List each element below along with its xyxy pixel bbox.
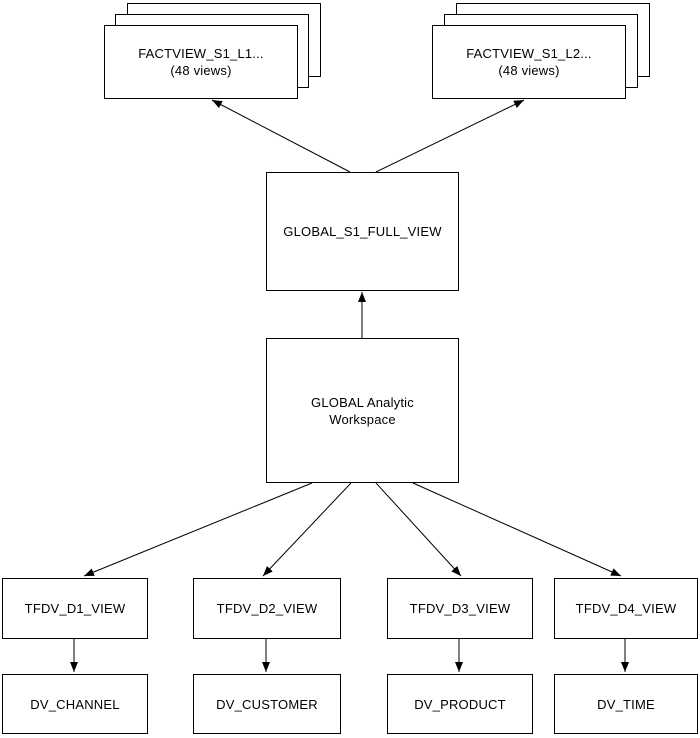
edge-workspace-to-tfdv-d2: [262, 482, 352, 577]
edge-workspace-to-tfdv-d1: [83, 482, 313, 577]
node-tfdv-d1-view: TFDV_D1_VIEW: [2, 578, 148, 639]
node-sublabel: (48 views): [170, 63, 232, 78]
node-label-line2: Workspace: [329, 411, 396, 427]
node-sublabel: (48 views): [498, 63, 560, 78]
edge-workspace-to-tfdv-d3: [375, 482, 462, 577]
node-label: DV_CUSTOMER: [216, 696, 318, 712]
node-label: DV_CHANNEL: [30, 696, 120, 712]
node-label: TFDV_D2_VIEW: [216, 601, 318, 616]
node-dv-channel: DV_CHANNEL: [2, 674, 148, 734]
node-global-analytic-workspace: GLOBAL Analytic Workspace: [266, 338, 459, 483]
node-label: DV_TIME: [597, 696, 655, 712]
node-dv-customer: DV_CUSTOMER: [193, 674, 341, 734]
node-label-line1: GLOBAL Analytic: [311, 394, 414, 410]
node-tfdv-d3-view: TFDV_D3_VIEW: [387, 578, 533, 639]
node-label: TFDV_D1_VIEW: [24, 601, 126, 616]
node-global-s1-full-view: GLOBAL_S1_FULL_VIEW: [266, 172, 459, 291]
edge-fullview-to-factview-l2: [375, 99, 525, 173]
node-label: TFDV_D4_VIEW: [575, 601, 677, 616]
node-factview-s1-l1: FACTVIEW_S1_L1... (48 views): [104, 25, 298, 99]
node-dv-product: DV_PRODUCT: [387, 674, 533, 734]
node-label: FACTVIEW_S1_L1...: [138, 46, 264, 61]
edge-fullview-to-factview-l1: [211, 99, 351, 173]
node-label: GLOBAL_S1_FULL_VIEW: [283, 224, 442, 239]
node-factview-s1-l2: FACTVIEW_S1_L2... (48 views): [432, 25, 626, 99]
node-dv-time: DV_TIME: [554, 674, 698, 734]
node-label: FACTVIEW_S1_L2...: [466, 46, 592, 61]
edge-workspace-to-tfdv-d4: [412, 482, 622, 577]
node-label: TFDV_D3_VIEW: [409, 601, 511, 616]
node-tfdv-d2-view: TFDV_D2_VIEW: [193, 578, 341, 639]
node-label: DV_PRODUCT: [414, 696, 506, 712]
node-tfdv-d4-view: TFDV_D4_VIEW: [554, 578, 698, 639]
